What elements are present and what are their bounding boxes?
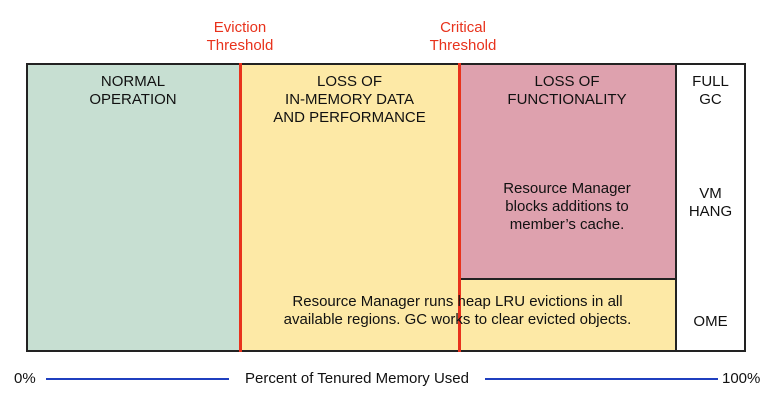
blocks-additions-note: Resource Manager blocks additions to mem… bbox=[503, 180, 631, 233]
axis-title: Percent of Tenured Memory Used bbox=[245, 370, 469, 387]
axis-start-label: 0% bbox=[14, 370, 36, 387]
critical-threshold-line bbox=[458, 63, 461, 352]
full-gc-label: FULL GC bbox=[692, 73, 729, 108]
loss-of-functionality-zone bbox=[459, 63, 675, 280]
normal-operation-zone bbox=[26, 63, 240, 352]
ome-label: OME bbox=[693, 313, 728, 330]
loss-of-data-label: LOSS OF IN-MEMORY DATA AND PERFORMANCE bbox=[273, 73, 426, 126]
loss-of-functionality-label: LOSS OF FUNCTIONALITY bbox=[507, 73, 627, 108]
axis-line-left bbox=[46, 378, 229, 380]
gc-column bbox=[675, 63, 746, 352]
vm-hang-label: VM HANG bbox=[688, 185, 733, 220]
axis-end-label: 100% bbox=[722, 370, 761, 387]
eviction-threshold-label: Eviction Threshold bbox=[206, 19, 274, 54]
normal-operation-label: NORMAL OPERATION bbox=[89, 73, 177, 108]
critical-threshold-label: Critical Threshold bbox=[429, 19, 497, 54]
eviction-threshold-line bbox=[239, 63, 242, 352]
memory-zones-diagram: NORMAL OPERATION LOSS OF IN-MEMORY DATA … bbox=[26, 63, 746, 352]
axis-line-right bbox=[485, 378, 718, 380]
lru-evictions-note: Resource Manager runs heap LRU evictions… bbox=[283, 293, 632, 328]
